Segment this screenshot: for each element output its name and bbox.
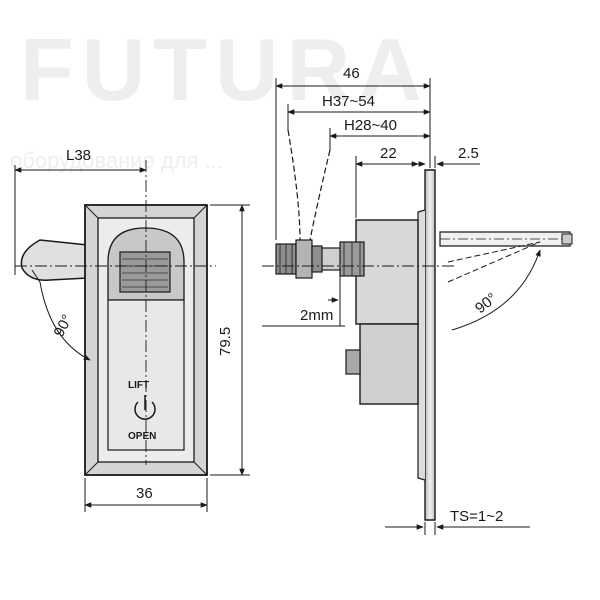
label-lift: LIFT (128, 380, 149, 391)
front-angle: 90° (51, 312, 77, 340)
dim-plate: 2.5 (458, 145, 479, 162)
dim-total: 46 (343, 65, 360, 82)
dim-h-range-1: H37~54 (322, 93, 375, 110)
grip-block (119, 251, 171, 293)
watermark: FUTURA оборудование для ... (10, 20, 430, 173)
dim-height: 79.5 (217, 327, 234, 356)
side-swing-arc (451, 249, 541, 331)
washer (295, 239, 313, 279)
watermark-brand: FUTURA (20, 20, 430, 119)
dim-thickness: TS=1~2 (450, 508, 503, 525)
mounting-plate (424, 169, 436, 521)
dim-gap: 2mm (300, 307, 333, 324)
cam-arm-2 (309, 149, 331, 241)
front-view-labels: L38 36 79.5 90° LIFT OPEN (51, 147, 234, 502)
dim-depth: 22 (380, 145, 397, 162)
watermark-subtitle: оборудование для ... (10, 148, 223, 173)
front-view (14, 160, 250, 512)
side-angle: 90° (472, 290, 500, 317)
front-swing-arc (39, 281, 91, 361)
cam-arm-1 (287, 129, 301, 241)
rotate-icon (134, 401, 156, 420)
lock-body-upper (355, 219, 419, 325)
lever-handle (20, 239, 89, 281)
side-view (262, 78, 573, 535)
dim-l38: L38 (66, 147, 91, 164)
label-open: OPEN (128, 431, 156, 442)
lock-body-lower (359, 323, 419, 405)
side-knob (345, 349, 361, 375)
dim-h-range-2: H28~40 (344, 117, 397, 134)
dim-width: 36 (136, 485, 153, 502)
